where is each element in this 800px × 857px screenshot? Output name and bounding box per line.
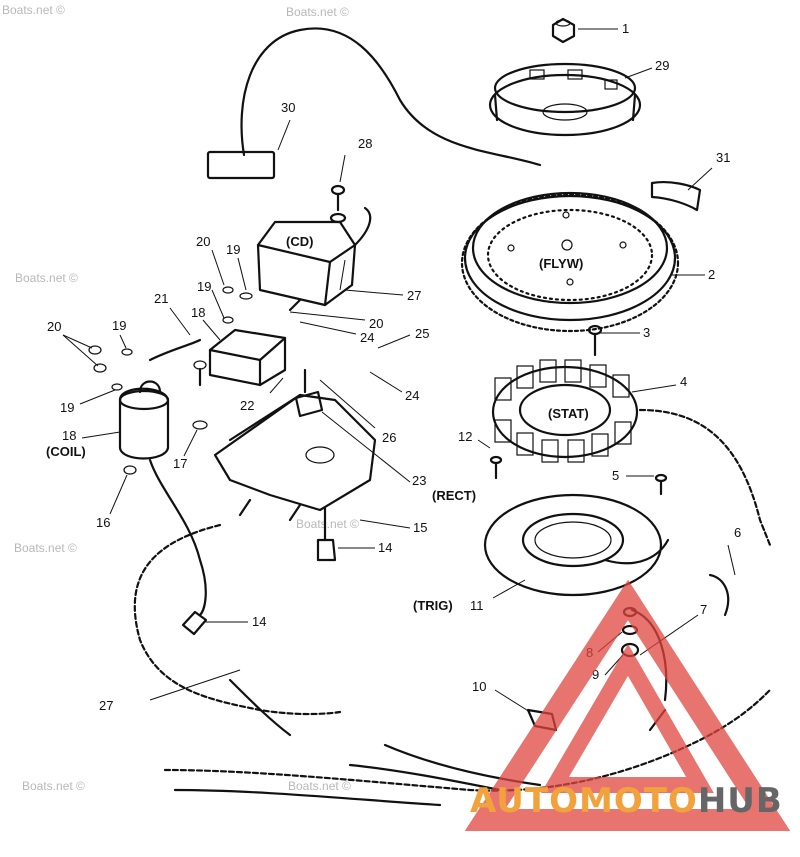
tag-rect: (RECT) xyxy=(432,488,476,503)
watermark-bottom-center: Boats.net © xyxy=(288,779,351,793)
retaining-ring xyxy=(708,573,730,617)
callout-31: 31 xyxy=(716,150,730,165)
rectifier xyxy=(294,368,324,418)
callout-4: 4 xyxy=(680,374,687,389)
callout-24-left: 24 xyxy=(360,330,374,345)
tag-flyw: (FLYW) xyxy=(539,256,583,271)
tag-stat: (STAT) xyxy=(548,406,589,421)
switch-box-module xyxy=(193,286,287,387)
stator xyxy=(491,359,772,547)
callout-19-left-low: 19 xyxy=(60,400,74,415)
logo-triangle xyxy=(464,579,791,831)
watermarks: Boats.net © Boats.net © Boats.net © Boat… xyxy=(2,3,359,793)
tag-trig: (TRIG) xyxy=(413,598,453,613)
trigger-screws xyxy=(489,455,668,496)
logo-text-moto: MOTO xyxy=(579,781,698,821)
spark-plug-leads xyxy=(148,458,337,636)
callout-29: 29 xyxy=(655,58,669,73)
callout-18-top: 18 xyxy=(191,305,205,320)
callout-10: 10 xyxy=(472,679,486,694)
callout-15: 15 xyxy=(413,520,427,535)
watermark-top-center: Boats.net © xyxy=(286,5,349,19)
callout-19-top: 19 xyxy=(226,242,240,257)
callout-19-mid: 19 xyxy=(197,279,211,294)
callout-30: 30 xyxy=(281,100,295,115)
callout-9: 9 xyxy=(592,667,599,682)
logo-text-auto: AUTO xyxy=(470,781,579,821)
callout-16: 16 xyxy=(96,515,110,530)
ignition-coil xyxy=(118,380,208,475)
callout-20-right: 20 xyxy=(369,316,383,331)
callout-2: 2 xyxy=(708,267,715,282)
callout-22: 22 xyxy=(240,398,254,413)
watermark-left: Boats.net © xyxy=(15,271,78,285)
callout-1: 1 xyxy=(622,21,629,36)
callout-20-top: 20 xyxy=(196,234,210,249)
watermark-bottom-left: Boats.net © xyxy=(22,779,85,793)
callouts: 1 29 30 31 2 3 4 5 12 6 7 8 9 10 (TRIG) … xyxy=(46,21,741,713)
flywheel-key-strip xyxy=(650,181,702,212)
callout-23: 23 xyxy=(412,473,426,488)
flywheel xyxy=(460,191,680,333)
callout-14-left: 14 xyxy=(252,614,266,629)
callout-28: 28 xyxy=(358,136,372,151)
flywheel-cup xyxy=(488,62,642,137)
callout-21: 21 xyxy=(154,291,168,306)
watermark-center: Boats.net © xyxy=(296,517,359,531)
tag-cd: (CD) xyxy=(286,234,313,249)
callout-3: 3 xyxy=(643,325,650,340)
harness-clip-and-cable xyxy=(206,27,542,180)
callout-14-right: 14 xyxy=(378,540,392,555)
callout-17: 17 xyxy=(173,456,187,471)
callout-27-top: 27 xyxy=(407,288,421,303)
callout-26: 26 xyxy=(382,430,396,445)
coil-screws xyxy=(88,338,202,391)
watermark-left-low: Boats.net © xyxy=(14,541,77,555)
callout-7: 7 xyxy=(700,602,707,617)
callout-24-right: 24 xyxy=(405,388,419,403)
cd-module xyxy=(256,184,372,312)
callout-20-left: 20 xyxy=(47,319,61,334)
flywheel-nut xyxy=(551,17,576,44)
callout-12: 12 xyxy=(458,429,472,444)
mounting-bracket xyxy=(213,393,377,522)
automotohub-logo: AUTOMOTOHUB xyxy=(464,579,791,831)
callout-6: 6 xyxy=(734,525,741,540)
callout-18-coil: 18 xyxy=(62,428,76,443)
watermark-top-left: Boats.net © xyxy=(2,3,65,17)
callout-19-left-top: 19 xyxy=(112,318,126,333)
trigger-plate xyxy=(483,493,670,597)
logo-text-hub: HUB xyxy=(698,781,783,821)
callout-25: 25 xyxy=(415,326,429,341)
callout-5: 5 xyxy=(612,468,619,483)
stator-bolt xyxy=(587,324,603,357)
tag-coil: (COIL) xyxy=(46,444,86,459)
callout-11: 11 xyxy=(470,598,484,613)
callout-27-bottom: 27 xyxy=(99,698,113,713)
svg-text:AUTOMOTOHUB: AUTOMOTOHUB xyxy=(470,781,783,821)
